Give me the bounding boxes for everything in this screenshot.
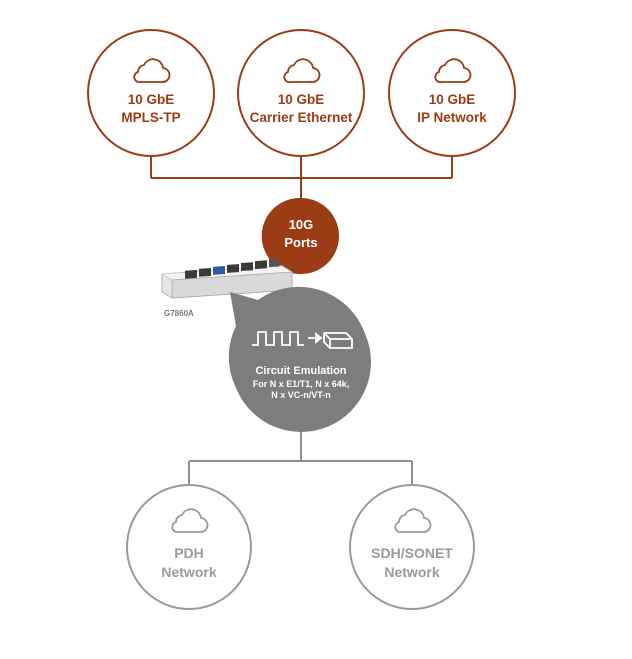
ports-line1: 10G [289, 217, 314, 232]
network-name-line1: 10 GbE [429, 92, 476, 107]
network-name-line2: Network [161, 564, 216, 580]
circuit-emulation-title: Circuit Emulation [255, 365, 346, 377]
bottom-network-sdh-sonet[interactable]: SDH/SONET Network [349, 484, 475, 610]
circuit-emulation-line2: N x VC-n/VT-n [271, 390, 331, 400]
device-label: G7860A [164, 309, 194, 318]
top-network-mpls[interactable]: 10 GbE MPLS-TP [87, 29, 215, 157]
top-connectors [150, 156, 453, 198]
circuit-emulation-bubble: Circuit Emulation For N x E1/T1, N x 64k… [228, 286, 371, 432]
signal-to-packet-icon [252, 331, 353, 349]
bottom-network-pdh[interactable]: PDH Network [126, 484, 252, 610]
circuit-emulation-line1: For N x E1/T1, N x 64k, [253, 379, 350, 389]
network-name-line2: Carrier Ethernet [250, 110, 353, 125]
network-name-line2: IP Network [417, 110, 487, 125]
bottom-connectors [188, 432, 413, 485]
network-name-line1: 10 GbE [278, 92, 325, 107]
device-g7860a[interactable]: G7860A [160, 258, 294, 318]
device-ports [185, 258, 279, 279]
network-name-line2: Network [384, 564, 439, 580]
network-name-line1: 10 GbE [128, 92, 175, 107]
network-name-line2: MPLS-TP [121, 110, 180, 125]
ports-line2: Ports [284, 235, 317, 250]
network-name-line1: SDH/SONET [371, 545, 453, 561]
top-network-carrier-ethernet[interactable]: 10 GbE Carrier Ethernet [237, 29, 365, 157]
network-name-line1: PDH [174, 545, 204, 561]
ports-bubble: 10G Ports [261, 197, 339, 282]
top-network-ip[interactable]: 10 GbE IP Network [388, 29, 516, 157]
